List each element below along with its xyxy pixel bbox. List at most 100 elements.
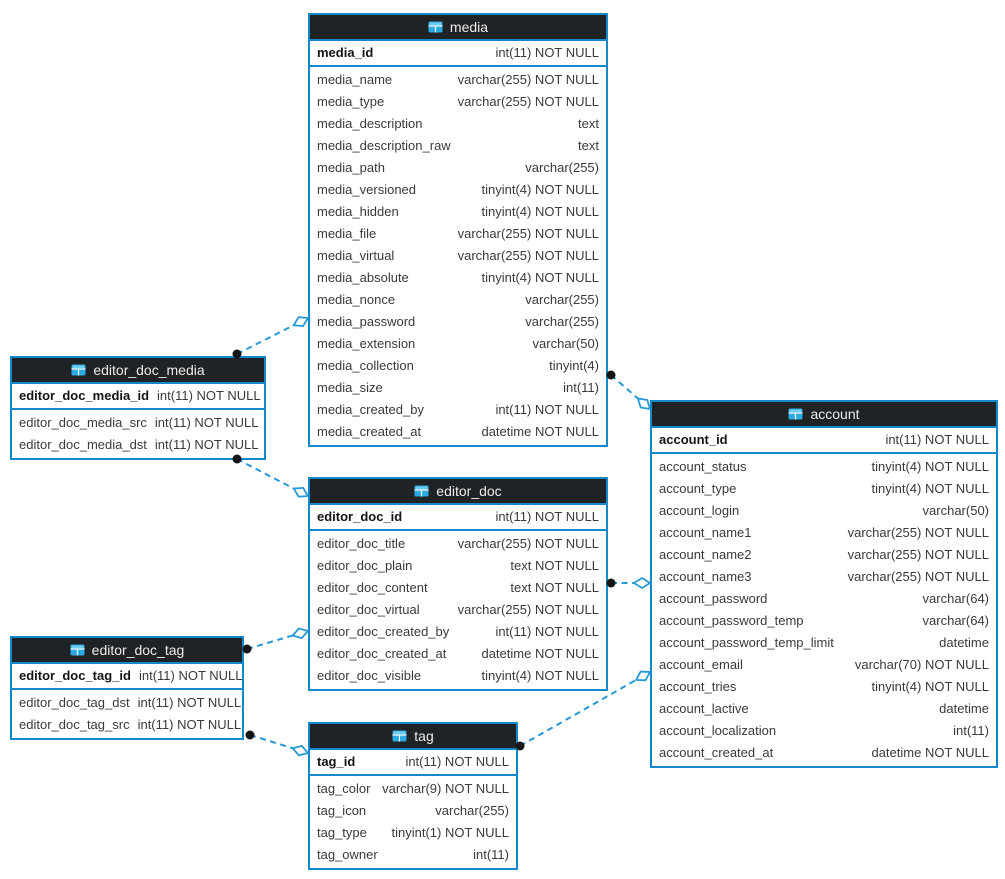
relationship-editor_doc_tag-editor_doc[interactable] [242, 627, 310, 654]
column-type: varchar(255) [525, 314, 599, 329]
column-type: varchar(255) NOT NULL [457, 536, 599, 551]
table-column-row[interactable]: account_lactive datetime [652, 698, 996, 720]
relationship-line[interactable] [236, 458, 297, 491]
table-column-row[interactable]: media_path varchar(255) [310, 157, 606, 179]
table-column-row[interactable]: account_localization int(11) [652, 720, 996, 742]
table-column-row[interactable]: editor_doc_media_dst int(11) NOT NULL [12, 434, 264, 456]
table-tag[interactable]: tag tag_id int(11) NOT NULL tag_color va… [308, 722, 518, 870]
table-column-row[interactable]: editor_doc_tag_dst int(11) NOT NULL [12, 692, 242, 714]
table-column-row[interactable]: tag_type tinyint(1) NOT NULL [310, 822, 516, 844]
fields-section: editor_doc_title varchar(255) NOT NULL e… [310, 531, 606, 689]
table-column-row[interactable]: media_hidden tinyint(4) NOT NULL [310, 201, 606, 223]
table-column-row[interactable]: editor_doc_created_by int(11) NOT NULL [310, 621, 606, 643]
table-column-row[interactable]: editor_doc_title varchar(255) NOT NULL [310, 533, 606, 555]
table-column-row[interactable]: media_id int(11) NOT NULL [310, 41, 606, 65]
table-header[interactable]: media [310, 15, 606, 41]
table-media[interactable]: media media_id int(11) NOT NULL media_na… [308, 13, 608, 447]
column-type: datetime NOT NULL [871, 745, 989, 760]
table-column-row[interactable]: media_collection tinyint(4) [310, 355, 606, 377]
column-type: int(11) [473, 847, 509, 862]
table-column-row[interactable]: account_name2 varchar(255) NOT NULL [652, 544, 996, 566]
column-type: int(11) NOT NULL [137, 695, 242, 710]
table-column-row[interactable]: editor_doc_tag_id int(11) NOT NULL [12, 664, 243, 688]
table-column-row[interactable]: media_type varchar(255) NOT NULL [310, 91, 606, 113]
table-column-row[interactable]: media_extension varchar(50) [310, 333, 606, 355]
table-column-row[interactable]: media_virtual varchar(255) NOT NULL [310, 245, 606, 267]
table-header[interactable]: tag [310, 724, 516, 750]
cardinality-diamond-icon [291, 627, 310, 640]
table-title: editor_doc_media [93, 362, 205, 378]
table-column-row[interactable]: account_password_temp varchar(64) [652, 610, 996, 632]
table-header[interactable]: editor_doc_media [12, 358, 264, 384]
table-column-row[interactable]: account_password varchar(64) [652, 588, 996, 610]
table-editor_doc[interactable]: editor_doc editor_doc_id int(11) NOT NUL… [308, 477, 608, 691]
table-header[interactable]: editor_doc [310, 479, 606, 505]
column-type: tinyint(4) NOT NULL [481, 668, 599, 683]
table-column-row[interactable]: editor_doc_plain text NOT NULL [310, 555, 606, 577]
table-column-row[interactable]: account_email varchar(70) NOT NULL [652, 654, 996, 676]
table-column-row[interactable]: account_created_at datetime NOT NULL [652, 742, 996, 764]
column-name: media_versioned [317, 182, 417, 197]
table-column-row[interactable]: account_name3 varchar(255) NOT NULL [652, 566, 996, 588]
table-column-row[interactable]: account_status tinyint(4) NOT NULL [652, 456, 996, 478]
column-type: tinyint(1) NOT NULL [391, 825, 509, 840]
column-name: media_file [317, 226, 377, 241]
column-type: int(11) [953, 723, 989, 738]
table-column-row[interactable]: editor_doc_media_src int(11) NOT NULL [12, 412, 264, 434]
column-type: varchar(9) NOT NULL [382, 781, 509, 796]
table-column-row[interactable]: media_description text [310, 113, 606, 135]
column-name: media_description [317, 116, 423, 131]
table-column-row[interactable]: tag_id int(11) NOT NULL [310, 750, 516, 774]
table-column-row[interactable]: media_created_by int(11) NOT NULL [310, 399, 606, 421]
column-type: int(11) NOT NULL [495, 402, 599, 417]
relationship-line[interactable] [236, 323, 296, 355]
table-column-row[interactable]: editor_doc_id int(11) NOT NULL [310, 505, 606, 529]
table-column-row[interactable]: editor_doc_tag_src int(11) NOT NULL [12, 714, 242, 736]
table-column-row[interactable]: media_description_raw text [310, 135, 606, 157]
table-column-row[interactable]: media_size int(11) [310, 377, 606, 399]
relationship-editor_doc_tag-tag[interactable] [245, 730, 310, 757]
relationship-line[interactable] [610, 374, 641, 401]
relationship-line[interactable] [246, 634, 295, 650]
table-column-row[interactable]: account_type tinyint(4) NOT NULL [652, 478, 996, 500]
fields-section: editor_doc_media_src int(11) NOT NULL ed… [12, 410, 264, 458]
relationship-line[interactable] [249, 734, 295, 750]
table-header[interactable]: account [652, 402, 996, 428]
relationship-editor_doc_media-editor_doc[interactable] [232, 454, 310, 498]
table-column-row[interactable]: editor_doc_media_id int(11) NOT NULL [12, 384, 264, 408]
table-editor_doc_tag[interactable]: editor_doc_tag editor_doc_tag_id int(11)… [10, 636, 244, 740]
table-column-row[interactable]: editor_doc_content text NOT NULL [310, 577, 606, 599]
column-type: varchar(50) [922, 503, 989, 518]
table-column-row[interactable]: account_login varchar(50) [652, 500, 996, 522]
table-column-row[interactable]: editor_doc_visible tinyint(4) NOT NULL [310, 665, 606, 687]
table-column-row[interactable]: account_name1 varchar(255) NOT NULL [652, 522, 996, 544]
table-column-row[interactable]: account_id int(11) NOT NULL [652, 428, 996, 452]
table-editor_doc_media[interactable]: editor_doc_media editor_doc_media_id int… [10, 356, 266, 460]
connection-dot-icon [245, 730, 255, 740]
table-column-row[interactable]: media_password varchar(255) [310, 311, 606, 333]
table-column-row[interactable]: tag_color varchar(9) NOT NULL [310, 778, 516, 800]
table-column-row[interactable]: media_name varchar(255) NOT NULL [310, 69, 606, 91]
table-header[interactable]: editor_doc_tag [12, 638, 242, 664]
table-column-row[interactable]: media_nonce varchar(255) [310, 289, 606, 311]
column-name: media_type [317, 94, 385, 109]
table-column-row[interactable]: media_file varchar(255) NOT NULL [310, 223, 606, 245]
table-column-row[interactable]: editor_doc_created_at datetime NOT NULL [310, 643, 606, 665]
relationship-media-account[interactable] [606, 370, 652, 411]
table-column-row[interactable]: media_versioned tinyint(4) NOT NULL [310, 179, 606, 201]
relationship-editor_doc-account[interactable] [606, 576, 652, 590]
relationship-editor_doc_media-media[interactable] [232, 316, 310, 359]
column-name: account_password_temp [659, 613, 804, 628]
table-column-row[interactable]: media_absolute tinyint(4) NOT NULL [310, 267, 606, 289]
cardinality-diamond-icon [292, 486, 310, 498]
column-name: account_password_temp_limit [659, 635, 834, 650]
column-type: tinyint(4) NOT NULL [481, 270, 599, 285]
table-column-row[interactable]: tag_icon varchar(255) [310, 800, 516, 822]
table-column-row[interactable]: account_tries tinyint(4) NOT NULL [652, 676, 996, 698]
table-column-row[interactable]: tag_owner int(11) [310, 844, 516, 866]
column-name: editor_doc_visible [317, 668, 422, 683]
table-column-row[interactable]: account_password_temp_limit datetime [652, 632, 996, 654]
table-column-row[interactable]: editor_doc_virtual varchar(255) NOT NULL [310, 599, 606, 621]
table-column-row[interactable]: media_created_at datetime NOT NULL [310, 421, 606, 443]
table-account[interactable]: account account_id int(11) NOT NULL acco… [650, 400, 998, 768]
